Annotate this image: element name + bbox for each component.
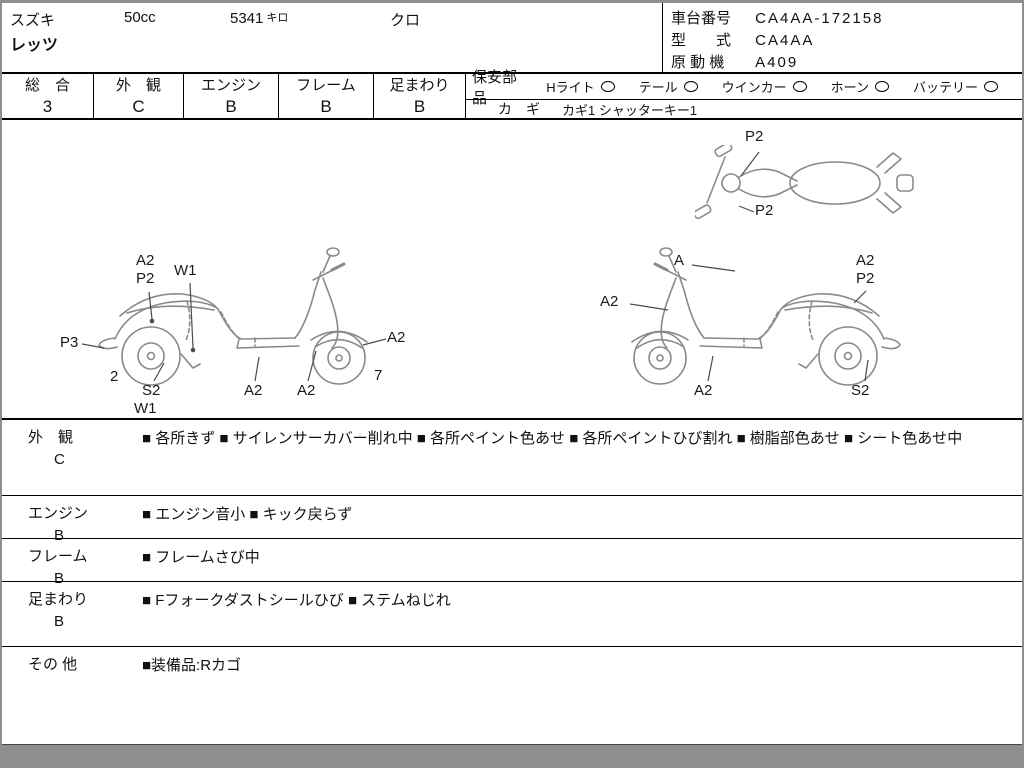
grade-frame-label: フレーム — [296, 77, 356, 94]
condition-row-frame: フレーム B ■ フレームさび中 — [2, 539, 1022, 587]
diagram-label: P2 — [755, 202, 774, 219]
chassis-number-label: 車台番号 — [671, 10, 732, 27]
diagram-label: W1 — [174, 262, 197, 279]
key-info-row: カ ギ カギ1 シャッターキー1 — [466, 100, 1022, 118]
grade-overall: 総 合 3 — [2, 74, 94, 118]
diagram-label: S2 — [142, 382, 161, 399]
grade-engine-value: B — [225, 97, 237, 116]
ok-circle-icon — [683, 81, 698, 92]
diagram-label: P3 — [60, 334, 79, 351]
condition-row-exterior: 外 観 C ■ 各所きず ■ サイレンサーカバー削れ中 ■ 各所ペイント色あせ … — [2, 420, 1022, 496]
condition-label: フレーム B — [2, 539, 142, 587]
condition-label: エンジン B — [2, 496, 142, 544]
condition-notes: ■装備品:Rカゴ — [142, 657, 242, 674]
diagram-label: A2 — [600, 293, 619, 310]
registration-info-block: 車台番号 CA4AA-172158 型 式 CA4AA 原 動 機 A409 — [662, 3, 1022, 74]
safety-item-taillight: テール — [639, 77, 698, 96]
grade-frame: フレーム B — [279, 74, 374, 118]
diagram-label: S2 — [851, 382, 870, 399]
diagram-label: A2 — [136, 252, 155, 269]
key-label: カ ギ — [498, 101, 540, 117]
condition-label: 外 観 C — [2, 420, 142, 495]
condition-grade: B — [54, 570, 65, 587]
grade-overall-label: 総 合 — [24, 77, 70, 94]
chassis-number-value: CA4AA-172158 — [755, 10, 884, 27]
ok-circle-icon — [874, 81, 889, 92]
mileage-unit: キロ — [266, 12, 289, 24]
ok-circle-icon — [984, 81, 998, 92]
condition-notes: ■ 各所きず ■ サイレンサーカバー削れ中 ■ 各所ペイント色あせ ■ 各所ペイ… — [142, 430, 963, 447]
safety-item-winker: ウインカー — [722, 77, 807, 96]
diagram-label: P2 — [745, 128, 764, 145]
diagram-label: 2 — [110, 368, 119, 385]
engine-displacement: 50cc — [124, 9, 156, 26]
key-value: カギ1 シャッターキー1 — [562, 102, 698, 118]
grade-undercarriage: 足まわり B — [374, 74, 466, 118]
ok-circle-icon — [792, 81, 807, 92]
condition-label: その 他 — [2, 647, 142, 742]
condition-grade — [28, 674, 142, 678]
condition-row-undercarriage: 足まわり B ■ Fフォークダストシールひび ■ ステムねじれ — [2, 582, 1022, 647]
chassis-number-row: 車台番号 CA4AA-172158 — [671, 7, 1022, 29]
engine-code-value: A409 — [755, 54, 799, 71]
condition-notes: ■ Fフォークダストシールひび ■ ステムねじれ — [142, 592, 451, 609]
model-code-row: 型 式 CA4AA — [671, 29, 1022, 51]
diagram-leader-lines — [81, 151, 869, 382]
grade-undercarriage-value: B — [413, 97, 426, 116]
safety-parts-row: 保安部品 Hライト テール ウインカー ホーン バッテリー — [466, 69, 1022, 107]
diagram-label: P2 — [136, 270, 155, 287]
diagram-label: A2 — [244, 382, 263, 399]
engine-code-label: 原 動 機 — [671, 54, 725, 71]
grade-engine: エンジン B — [184, 74, 279, 118]
condition-notes: ■ エンジン音小 ■ キック戻らず — [142, 506, 353, 523]
condition-notes: ■ フレームさび中 — [142, 549, 260, 566]
diagram-label: 7 — [374, 367, 383, 384]
diagram-label: A2 — [856, 252, 875, 269]
grade-frame-value: B — [320, 97, 332, 116]
diagram-label: A2 — [694, 382, 713, 399]
condition-grade: B — [54, 527, 65, 544]
condition-row-engine: エンジン B ■ エンジン音小 ■ キック戻らず — [2, 496, 1022, 544]
engine-code-row: 原 動 機 A409 — [671, 51, 1022, 73]
grade-exterior-label: 外 観 — [115, 77, 161, 94]
grade-overall-value: 3 — [42, 97, 53, 116]
maker-name: スズキ — [10, 12, 56, 29]
ok-circle-icon — [600, 81, 615, 92]
condition-row-other: その 他 ■装備品:Rカゴ — [2, 647, 1022, 742]
diagram-label: A2 — [387, 329, 406, 346]
body-color: クロ — [390, 12, 421, 29]
model-code-label: 型 式 — [671, 32, 732, 49]
condition-grade: B — [54, 613, 65, 630]
grade-exterior: 外 観 C — [94, 74, 184, 118]
safety-item-battery: バッテリー — [913, 77, 998, 96]
diagram-label: P2 — [856, 270, 875, 287]
safety-item-headlight: Hライト — [546, 77, 615, 96]
condition-grade: C — [54, 451, 65, 468]
model-name: レッツ — [10, 37, 59, 54]
safety-parts-block: 保安部品 Hライト テール ウインカー ホーン バッテリー カ ギ カギ1 シャ… — [466, 69, 1022, 118]
safety-item-horn: ホーン — [831, 77, 889, 96]
model-code-value: CA4AA — [755, 32, 815, 49]
inspection-diagram: P2 P2 A2 P2 W1 P3 2 S2 W1 A2 A2 A2 7 A A… — [2, 120, 1022, 420]
condition-label: 足まわり B — [2, 582, 142, 646]
diagram-label: A — [674, 252, 685, 269]
diagram-label: A2 — [297, 382, 316, 399]
grade-engine-label: エンジン — [200, 77, 261, 94]
grade-summary-row: 総 合 3 外 観 C エンジン B フレーム B 足まわり B 保安部品 Hラ… — [2, 69, 1022, 120]
diagram-label: W1 — [134, 400, 157, 417]
grade-undercarriage-label: 足まわり — [389, 77, 450, 94]
grade-exterior-value: C — [132, 97, 145, 116]
